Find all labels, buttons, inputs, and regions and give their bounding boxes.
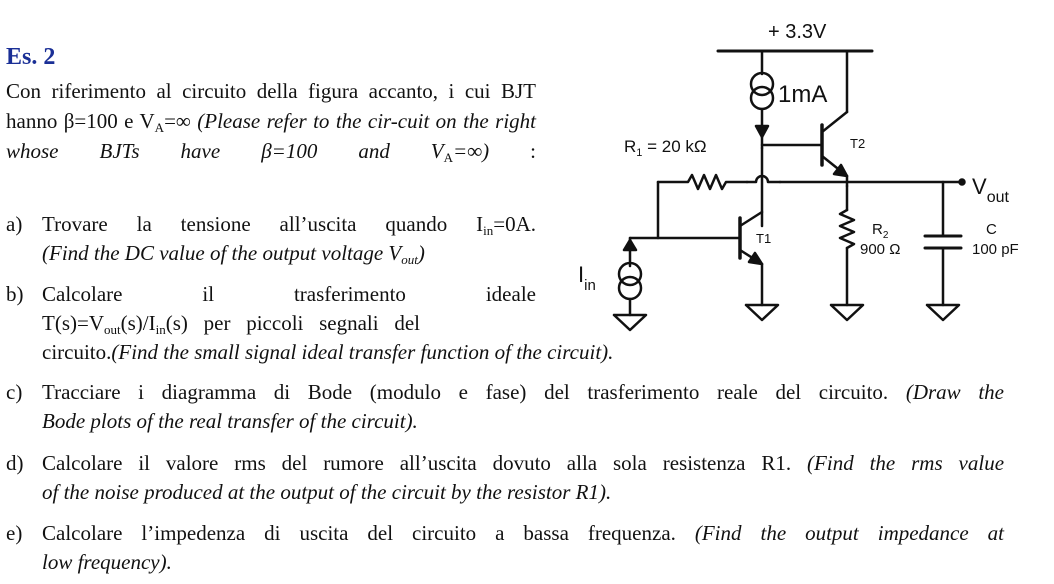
question-d-label: d) bbox=[6, 451, 24, 475]
question-c-label: c) bbox=[6, 380, 23, 404]
intro-sub-a: A bbox=[154, 120, 165, 135]
intro-infinity: =∞ bbox=[164, 109, 198, 133]
supply-label: + 3.3V bbox=[768, 21, 827, 43]
question-e-line2: low frequency). bbox=[42, 550, 172, 574]
current-source-label: 1mA bbox=[778, 81, 827, 108]
vout-dot bbox=[958, 178, 966, 186]
intro-colon: : bbox=[489, 139, 536, 163]
question-a-label: a) bbox=[6, 212, 23, 236]
r2-resistor bbox=[838, 208, 856, 250]
question-a-italian: Trovare la tensione all’uscita quando Ii… bbox=[42, 212, 536, 238]
vout-label: Vout bbox=[972, 174, 1009, 206]
exercise-title: Es. 2 bbox=[6, 44, 56, 70]
current-source-circle-top bbox=[749, 71, 775, 97]
question-c-line1: Tracciare i diagramma di Bode (modulo e … bbox=[42, 380, 1004, 404]
c-ground bbox=[925, 303, 961, 322]
r2-ground bbox=[829, 303, 865, 322]
iin-circle-top bbox=[617, 261, 643, 287]
r2-value: 900 Ω bbox=[860, 241, 900, 258]
current-source-circle-bottom bbox=[749, 85, 775, 111]
c-label: C bbox=[986, 221, 997, 238]
question-d-line2: of the noise produced at the output of t… bbox=[42, 480, 612, 504]
iin-label: Iin bbox=[578, 262, 596, 294]
question-a-english: (Find the DC value of the output voltage… bbox=[42, 241, 425, 267]
t1-collector bbox=[738, 210, 764, 228]
r2-label: R2 bbox=[872, 221, 889, 241]
question-b-line3: circuito.(Find the small signal ideal tr… bbox=[42, 340, 614, 364]
t2-label: T2 bbox=[850, 136, 865, 151]
current-arrow bbox=[754, 124, 770, 139]
t1-ground bbox=[744, 303, 780, 322]
intro-english: (Please refer to the cir-cuit on the rig… bbox=[6, 109, 536, 163]
question-e-line1: Calcolare l’impedenza di uscita del circ… bbox=[42, 521, 1004, 545]
intro-english-end: =∞) bbox=[453, 139, 490, 163]
question-e-label: e) bbox=[6, 521, 23, 545]
r1-resistor bbox=[656, 173, 749, 191]
question-b-label: b) bbox=[6, 282, 24, 306]
question-b-line2: T(s)=Vout(s)/Iin(s) per piccoli segnali … bbox=[42, 311, 421, 337]
t2-collector bbox=[820, 110, 849, 134]
question-d-line1: Calcolare il valore rms del rumore all’u… bbox=[42, 451, 1005, 475]
iin-arrow bbox=[622, 238, 638, 252]
t1-label: T1 bbox=[756, 231, 771, 246]
intro-italian: Con riferimento al circuito della figura… bbox=[6, 79, 536, 133]
intro-paragraph: Con riferimento al circuito della figura… bbox=[6, 76, 536, 166]
iin-circle-bottom bbox=[617, 275, 643, 301]
intro-sub-a-2: A bbox=[443, 150, 454, 165]
t2-emitter-arrow bbox=[832, 163, 849, 178]
iin-ground bbox=[612, 313, 648, 332]
c-value: 100 pF bbox=[972, 241, 1019, 258]
wire-crossover bbox=[745, 174, 782, 184]
question-c-line2: Bode plots of the real transfer of the c… bbox=[42, 409, 418, 433]
t1-emitter-arrow bbox=[747, 251, 764, 266]
r1-label: R1 = 20 kΩ bbox=[624, 137, 707, 159]
